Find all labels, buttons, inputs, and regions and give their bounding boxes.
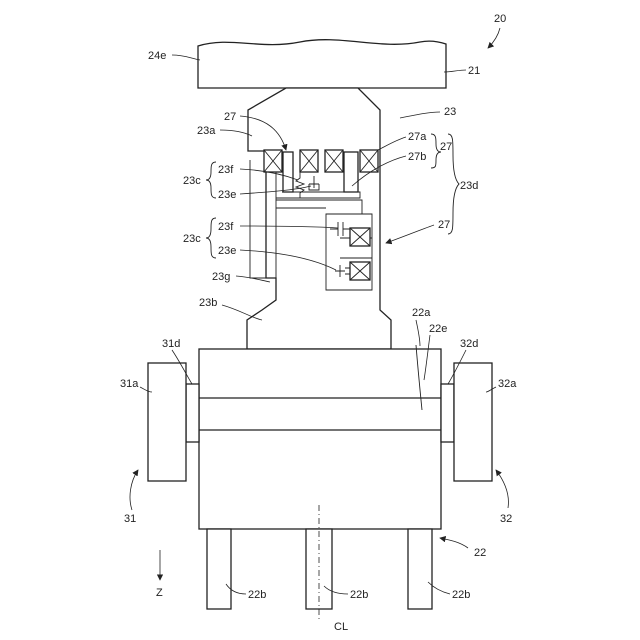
label-27a: 27a [408, 131, 427, 143]
wheel-31a [148, 363, 186, 481]
label-23a: 23a [197, 125, 216, 137]
label-22a: 22a [412, 307, 431, 319]
arrow-20 [488, 28, 500, 48]
label-31: 31 [124, 513, 136, 525]
label-cl: CL [334, 621, 348, 633]
brace-23c-lower [206, 218, 216, 258]
label-23e-upper: 23e [218, 189, 236, 201]
leader-23a [220, 130, 252, 136]
arrow-32 [496, 470, 508, 508]
figure-number-label: 20 [494, 13, 506, 25]
label-27-top: 27 [224, 111, 236, 123]
label-21: 21 [468, 65, 480, 77]
leader-21 [444, 70, 466, 72]
hub-31d [186, 384, 199, 442]
label-22e: 22e [429, 323, 447, 335]
upper-coil-3 [325, 150, 343, 172]
label-22b-right: 22b [452, 589, 470, 601]
lower-coil-2 [350, 262, 370, 280]
wheel-32a [454, 363, 492, 481]
label-32a: 32a [498, 378, 517, 390]
label-23: 23 [444, 106, 456, 118]
label-23f-upper: 23f [218, 164, 234, 176]
label-22b-center: 22b [350, 589, 368, 601]
upper-coil-2 [300, 150, 318, 172]
passage-23g [250, 160, 266, 278]
label-27-right: 27 [438, 219, 450, 231]
label-23c-lower: 23c [183, 233, 201, 245]
label-32: 32 [500, 513, 512, 525]
hub-32d [441, 384, 454, 442]
label-22: 22 [474, 547, 486, 559]
label-31a: 31a [120, 378, 139, 390]
label-27b: 27b [408, 151, 426, 163]
body-23 [247, 88, 391, 349]
leader-27a [378, 137, 406, 150]
leader-24e [172, 55, 200, 60]
label-z: Z [156, 587, 163, 599]
label-24e: 24e [148, 50, 166, 62]
armature-right [344, 152, 358, 192]
top-plate-21 [198, 40, 446, 88]
main-block-22 [199, 349, 441, 529]
lower-coil-1 [350, 228, 370, 246]
upper-coil-left [264, 150, 282, 172]
label-23c-upper: 23c [183, 175, 201, 187]
label-23e-lower: 23e [218, 245, 236, 257]
leader-23g [236, 276, 270, 282]
label-22b-left: 22b [248, 589, 266, 601]
label-31d: 31d [162, 338, 180, 350]
armature-left [283, 152, 293, 192]
arrow-31 [130, 470, 138, 510]
arrow-22 [440, 538, 468, 548]
label-27-brace: 27 [440, 141, 452, 153]
leader-27-right [386, 225, 434, 243]
leader-22a [416, 320, 420, 346]
leader-23 [400, 112, 440, 118]
leg-22b-left [207, 529, 231, 609]
label-32d: 32d [460, 338, 478, 350]
label-23f-lower: 23f [218, 221, 234, 233]
brace-23c-upper [206, 162, 216, 198]
label-23d: 23d [460, 180, 478, 192]
label-23b: 23b [199, 297, 217, 309]
label-23g: 23g [212, 271, 230, 283]
leg-22b-right [408, 529, 432, 609]
